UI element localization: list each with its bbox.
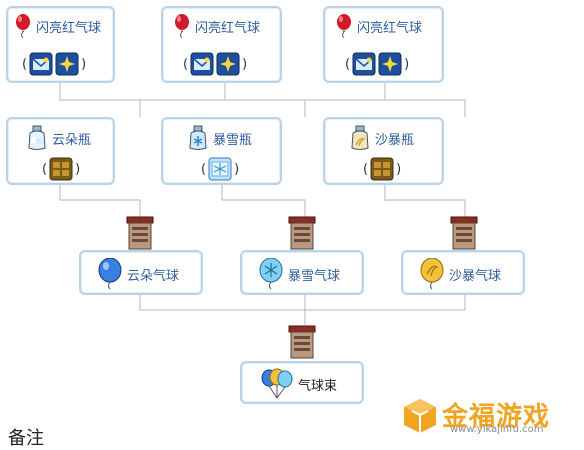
- gold-star-icon: [55, 52, 79, 76]
- ingredient-card-balloon-2: 闪亮红气球 ( ): [161, 6, 282, 83]
- paren-open: (: [183, 56, 189, 72]
- result-card-cloud-balloon: 云朵气球: [79, 250, 203, 295]
- item-label: 气球束: [298, 378, 338, 394]
- sandstorm-bottle-icon: [351, 125, 369, 150]
- tinkerers-workshop-icon: [126, 216, 154, 250]
- connector-lines: [59, 83, 466, 325]
- paren-open: (: [345, 56, 351, 72]
- paren-close: ): [75, 161, 81, 177]
- blizzard-bottle-icon: [189, 125, 207, 150]
- blue-envelope-icon: [352, 52, 376, 76]
- watermark-url: www.yikajinfu.com: [450, 424, 544, 435]
- golden-crate-icon: [370, 157, 394, 181]
- item-label: 云朵气球: [127, 268, 180, 284]
- paren-close: ): [396, 161, 402, 177]
- red-balloon-icon: [16, 14, 30, 38]
- blizzard-balloon-icon: [259, 258, 283, 290]
- watermark-cube-icon: [404, 399, 436, 433]
- watermark: 金福游戏 www.yikajinfu.com: [398, 394, 574, 438]
- golden-crate-icon: [49, 157, 73, 181]
- ingredient-card-balloon-3: 闪亮红气球 ( ): [323, 6, 444, 83]
- red-balloon-icon: [337, 14, 351, 38]
- blue-envelope-icon: [29, 52, 53, 76]
- item-label: 云朵瓶: [52, 132, 92, 148]
- gold-star-icon: [378, 52, 402, 76]
- ingredient-card-balloon-1: 闪亮红气球 ( ): [6, 6, 115, 83]
- blue-envelope-icon: [190, 52, 214, 76]
- bundle-of-balloons-icon: [261, 368, 293, 399]
- paren-open: (: [201, 161, 207, 177]
- sandstorm-balloon-icon: [420, 258, 444, 290]
- item-label: 暴雪气球: [288, 268, 341, 284]
- ingredient-card-cloud-bottle: 云朵瓶 ( ): [6, 117, 115, 185]
- ingredient-card-sandstorm-bottle: 沙暴瓶 ( ): [323, 117, 444, 185]
- watermark-title: 金福游戏: [442, 402, 551, 432]
- paren-open: (: [42, 161, 48, 177]
- result-card-bundle-of-balloons: 气球束: [240, 361, 364, 404]
- paren-close: ): [234, 161, 240, 177]
- gold-star-icon: [216, 52, 240, 76]
- item-label: 闪亮红气球: [36, 20, 102, 36]
- cloud-bottle-icon: [28, 125, 46, 150]
- red-balloon-icon: [175, 14, 189, 38]
- item-label: 暴雪瓶: [213, 132, 253, 148]
- paren-open: (: [22, 56, 28, 72]
- result-card-blizzard-balloon: 暴雪气球: [240, 250, 364, 295]
- paren-close: ): [404, 56, 410, 72]
- cloud-balloon-icon: [98, 258, 122, 290]
- tinkerers-workshop-icon: [288, 325, 316, 359]
- paren-close: ): [242, 56, 248, 72]
- item-label: 闪亮红气球: [195, 20, 261, 36]
- tinkerers-workshop-icon: [450, 216, 478, 250]
- item-label: 闪亮红气球: [357, 20, 423, 36]
- paren-close: ): [81, 56, 87, 72]
- footer-text: 备注: [8, 428, 44, 449]
- frozen-crate-icon: [208, 157, 232, 181]
- tinkerers-workshop-icon: [288, 216, 316, 250]
- ingredient-card-blizzard-bottle: 暴雪瓶 ( ): [161, 117, 282, 185]
- paren-open: (: [363, 161, 369, 177]
- item-label: 沙暴气球: [449, 268, 502, 284]
- item-label: 沙暴瓶: [375, 132, 415, 148]
- result-card-sandstorm-balloon: 沙暴气球: [401, 250, 525, 295]
